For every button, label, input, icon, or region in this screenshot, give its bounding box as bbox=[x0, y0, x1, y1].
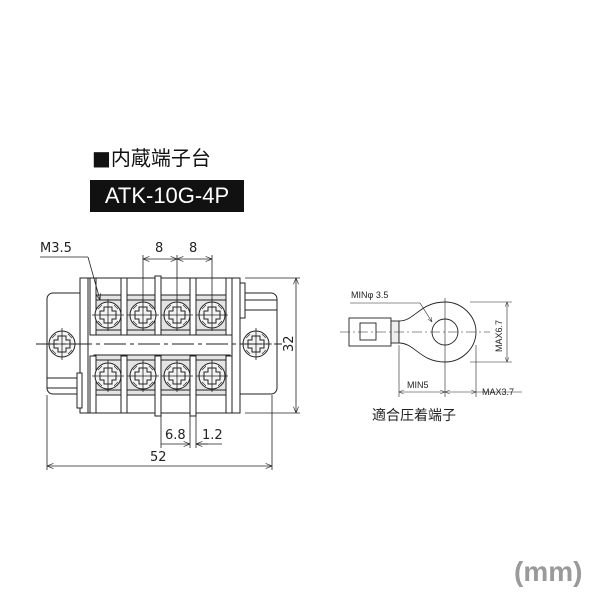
tip-length-label: MAX3.7 bbox=[482, 387, 514, 397]
section-title: 内蔵端子台 bbox=[110, 146, 211, 170]
terminal-block-drawing bbox=[46, 275, 278, 417]
width-dimension-label: 52 bbox=[150, 450, 167, 465]
units-label: (mm) bbox=[514, 556, 583, 587]
terminal-width-label: MAX6.7 bbox=[494, 320, 504, 352]
crimp-terminal-caption: 適合圧着端子 bbox=[372, 407, 456, 424]
terminal-dimensions bbox=[40, 255, 300, 470]
min-length-label: MIN5 bbox=[407, 380, 429, 390]
hole-diameter-label: MINφ 3.5 bbox=[351, 290, 388, 300]
pitch-label-1: 8 bbox=[155, 241, 163, 256]
pitch-label-2: 8 bbox=[189, 241, 197, 256]
square-marker-icon: ■ bbox=[92, 146, 111, 170]
crimp-dimensions bbox=[340, 298, 522, 397]
height-dimension-label: 32 bbox=[282, 335, 297, 352]
section-heading: ■内蔵端子台 bbox=[92, 142, 211, 171]
gap-dimension-label: 6.8 bbox=[165, 428, 186, 443]
barrier-dimension-label: 1.2 bbox=[202, 428, 223, 443]
screw-size-label: M3.5 bbox=[40, 241, 72, 256]
model-name: ATK-10G-4P bbox=[104, 183, 230, 208]
model-badge: ATK-10G-4P bbox=[90, 180, 244, 212]
